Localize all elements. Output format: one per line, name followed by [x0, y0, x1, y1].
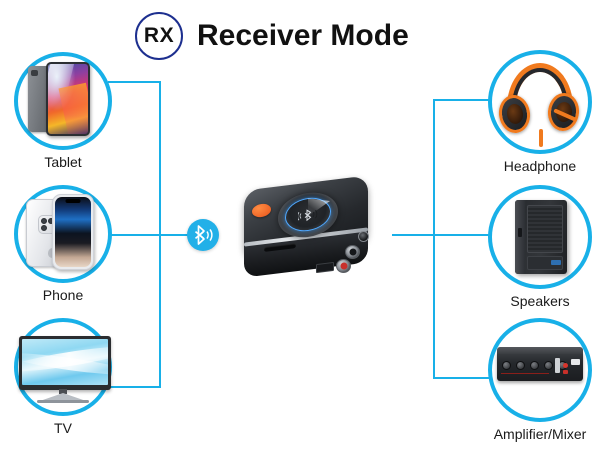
- output-node-amplifier[interactable]: Amplifier/Mixer: [485, 318, 595, 442]
- tv-stand: [37, 393, 89, 402]
- rca-white-port[interactable]: [345, 245, 360, 259]
- speaker-lower-panel: [527, 256, 563, 270]
- rca-red-port[interactable]: [336, 259, 351, 273]
- output-node-speakers[interactable]: Speakers: [485, 185, 595, 309]
- tv-stand-base: [37, 400, 89, 403]
- rx-circle-icon: RX: [135, 12, 183, 60]
- speaker-cabinet-icon: [493, 190, 587, 284]
- output-node-headphone[interactable]: Headphone: [485, 50, 595, 174]
- headphone-cable: [539, 129, 543, 147]
- tablet-ring: [14, 52, 112, 150]
- tablet-screen: [48, 64, 88, 134]
- tv-screen: [22, 339, 108, 385]
- bluetooth-signal-icon[interactable]: [187, 219, 219, 251]
- tablet-icon: [18, 54, 108, 148]
- tv-bezel: [19, 336, 111, 390]
- headphone-ring: [488, 50, 592, 154]
- amplifier-label-strip: [501, 373, 549, 374]
- amplifier-display: [571, 359, 580, 365]
- phone-front-body: [52, 194, 94, 270]
- tablet-front-body: [46, 62, 90, 136]
- amplifier-fader: [555, 358, 560, 373]
- amplifier-ring: [488, 318, 592, 422]
- source-node-phone[interactable]: Phone: [8, 185, 118, 303]
- source-label-phone: Phone: [42, 287, 84, 303]
- output-label-amplifier: Amplifier/Mixer: [493, 426, 587, 442]
- tv-neck: [59, 389, 67, 394]
- headphones-icon: [493, 55, 587, 149]
- aux-3.5mm-jack[interactable]: [358, 231, 369, 242]
- phone-notch: [65, 199, 81, 203]
- speaker-badge: [551, 260, 561, 265]
- headphone-headband: [507, 63, 573, 107]
- phone-screen: [55, 197, 91, 267]
- source-label-tv: TV: [54, 420, 72, 436]
- speaker-grille: [527, 205, 563, 253]
- source-label-tablet: Tablet: [44, 154, 82, 170]
- bluetooth-glyph-svg: [194, 225, 213, 245]
- tv-ring: [14, 318, 112, 416]
- output-label-speakers: Speakers: [510, 293, 570, 309]
- page-header: RX Receiver Mode: [135, 12, 409, 60]
- television-icon: [18, 320, 111, 414]
- speakers-ring: [488, 185, 592, 289]
- phone-ring: [14, 185, 112, 283]
- tablet-camera: [31, 70, 38, 76]
- amplifier-top-panel: [497, 347, 583, 354]
- usb-port[interactable]: [316, 261, 334, 274]
- output-label-headphone: Headphone: [503, 158, 577, 174]
- amplifier-icon: [493, 323, 587, 417]
- bluetooth-glyph: [297, 207, 321, 223]
- speaker-side-panel: [515, 200, 525, 274]
- source-node-tablet[interactable]: Tablet: [8, 52, 118, 170]
- amplifier-chassis: [497, 351, 583, 381]
- amplifier-power-led: [563, 363, 568, 368]
- bluetooth-audio-receiver[interactable]: [232, 175, 392, 298]
- page-title: Receiver Mode: [197, 19, 409, 52]
- source-node-tv[interactable]: TV: [8, 318, 118, 436]
- smartphone-icon: [18, 187, 108, 281]
- rx-badge-label: RX: [143, 24, 175, 47]
- speaker-handle: [518, 228, 522, 237]
- amplifier-power-switch: [563, 370, 568, 374]
- receiver-bluetooth-svg: [298, 208, 318, 221]
